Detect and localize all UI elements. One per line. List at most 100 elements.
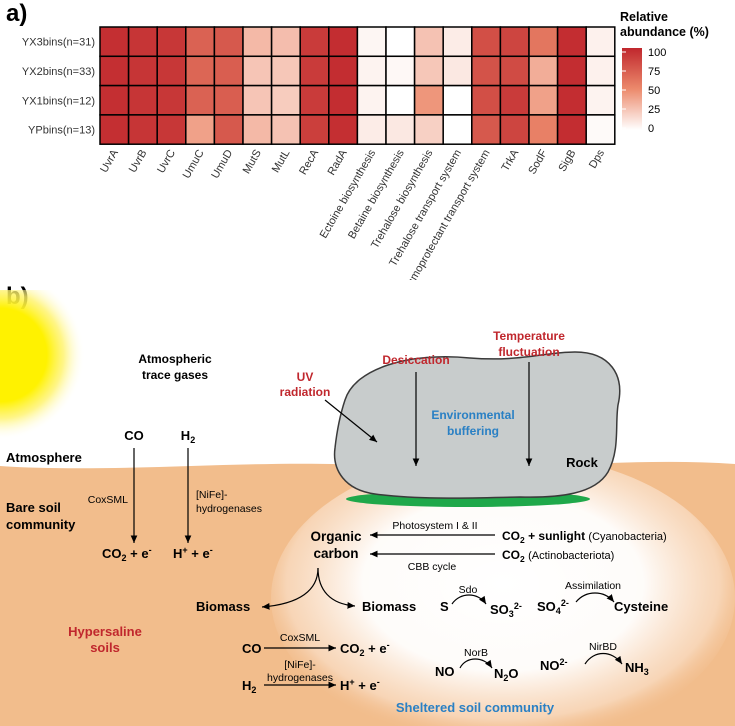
heatmap-column-label: MutL bbox=[270, 148, 293, 175]
heatmap-column-label: UvrB bbox=[127, 148, 150, 175]
heatmap-cell bbox=[442, 26, 473, 58]
nife-label-line1: [NiFe]- bbox=[196, 489, 228, 501]
h-e-product: H+ + e- bbox=[173, 545, 213, 561]
rock-icon bbox=[333, 351, 621, 499]
heatmap-cell bbox=[385, 84, 416, 116]
heatmap-cell bbox=[442, 114, 473, 145]
heatmap-cell bbox=[585, 55, 616, 87]
nife-lower-line2: hydrogenases bbox=[267, 672, 333, 684]
legend-tick-label: 75 bbox=[648, 66, 660, 78]
sdo-label: Sdo bbox=[459, 584, 478, 596]
atm-gases-line2: trace gases bbox=[142, 368, 208, 382]
co2-actino: CO2 (Actinobacteriota) bbox=[502, 548, 614, 564]
coxsml-lower-label: CoxSML bbox=[280, 632, 320, 644]
sulfate-label: SO42- bbox=[537, 598, 569, 616]
biomass-left: Biomass bbox=[196, 599, 250, 614]
h2-lower: H2 bbox=[242, 678, 256, 695]
ecology-diagram: UV radiation Desiccation Temperature flu… bbox=[0, 290, 735, 726]
temperature-label: Temperature bbox=[493, 329, 565, 343]
heatmap-cell bbox=[328, 114, 359, 145]
heatmap-cell bbox=[413, 114, 444, 145]
heatmap-cell bbox=[270, 26, 301, 58]
heatmap-cell bbox=[213, 84, 244, 116]
heatmap-cell bbox=[185, 26, 216, 58]
nirbd-label: NirBD bbox=[589, 641, 617, 653]
cysteine-label: Cysteine bbox=[614, 599, 668, 614]
radiation-label: radiation bbox=[280, 385, 331, 399]
heatmap-cell bbox=[385, 26, 416, 58]
heatmap-cell bbox=[556, 55, 587, 87]
no-label: NO bbox=[435, 664, 455, 679]
heatmap-column-label: UmuC bbox=[181, 148, 207, 181]
legend-tick-label: 0 bbox=[648, 123, 654, 135]
heatmap-cell bbox=[585, 114, 616, 145]
hypersaline-line1: Hypersaline bbox=[68, 624, 142, 639]
panel-a-label: a) bbox=[6, 0, 28, 27]
heatmap-row-label: YX3bins(n=31) bbox=[22, 37, 95, 49]
heatmap-row-label: YPbins(n=13) bbox=[28, 125, 95, 137]
heatmap-cell bbox=[99, 114, 130, 145]
heatmap-cell bbox=[556, 114, 587, 145]
heatmap-cell bbox=[471, 55, 502, 87]
heatmap-cell bbox=[528, 26, 559, 58]
atm-gases-line1: Atmospheric bbox=[138, 352, 212, 366]
sdo-arrow bbox=[451, 594, 487, 605]
fluctuation-label: fluctuation bbox=[498, 345, 559, 359]
heatmap-column-label: RecA bbox=[297, 147, 321, 177]
heatmap-column-label: SodF bbox=[526, 147, 550, 176]
organic-carbon-line2: carbon bbox=[313, 546, 358, 561]
photosystem-label: Photosystem I & II bbox=[392, 520, 477, 532]
co2-e-lower: CO2 + e- bbox=[340, 640, 390, 658]
bare-soil-line1: Bare soil bbox=[6, 500, 61, 515]
env-buffering-line1: Environmental bbox=[431, 408, 514, 422]
nife-label-line2: hydrogenases bbox=[196, 503, 262, 515]
biomass-left-arrow bbox=[261, 567, 319, 610]
heatmap-cell bbox=[213, 55, 244, 87]
h-e-lower: H+ + e- bbox=[340, 677, 380, 693]
bare-soil-line2: community bbox=[6, 517, 76, 532]
heatmap-column-label: SigB bbox=[556, 148, 578, 174]
legend-tick-label: 100 bbox=[648, 47, 666, 59]
heatmap-cell bbox=[528, 114, 559, 145]
env-buffering-line2: buffering bbox=[447, 424, 499, 438]
heatmap-cell bbox=[585, 84, 616, 116]
cbb-label: CBB cycle bbox=[408, 561, 457, 573]
sulfur-label: S bbox=[440, 599, 449, 614]
heatmap-cell bbox=[356, 114, 387, 145]
heatmap-row-label: YX2bins(n=33) bbox=[22, 66, 95, 78]
heatmap-column-label: UvrA bbox=[98, 147, 121, 175]
heatmap-cell bbox=[270, 55, 301, 87]
legend-tick-label: 50 bbox=[648, 85, 660, 97]
co2-e-product: CO2 + e- bbox=[102, 545, 152, 563]
heatmap-cell bbox=[328, 26, 359, 58]
heatmap-cell bbox=[270, 114, 301, 145]
heatmap-cell bbox=[99, 55, 130, 87]
heatmap-column-label: MutS bbox=[241, 148, 264, 176]
nh3-label: NH3 bbox=[625, 660, 649, 677]
heatmap-cell bbox=[270, 84, 301, 116]
n2o-label: N2O bbox=[494, 666, 519, 683]
heatmap-column-label: Dps bbox=[587, 147, 607, 170]
heatmap-cell bbox=[127, 114, 158, 145]
legend-title-line1: Relative bbox=[620, 10, 668, 24]
atmosphere-label: Atmosphere bbox=[6, 450, 82, 465]
heatmap-cell bbox=[356, 84, 387, 116]
co-lower: CO bbox=[242, 641, 262, 656]
heatmap-cell bbox=[156, 26, 187, 58]
heatmap-cell bbox=[242, 84, 273, 116]
heatmap-cell bbox=[356, 26, 387, 58]
biomass-right: Biomass bbox=[362, 599, 416, 614]
sulfite-label: SO32- bbox=[490, 601, 522, 619]
heatmap-cell bbox=[499, 55, 530, 87]
heatmap-column-label: UmuD bbox=[209, 148, 235, 181]
heatmap-cells bbox=[99, 26, 616, 145]
heatmap-cell bbox=[213, 26, 244, 58]
heatmap-cell bbox=[528, 55, 559, 87]
heatmap-cell bbox=[127, 84, 158, 116]
heatmap-cell bbox=[328, 55, 359, 87]
heatmap-cell bbox=[299, 26, 330, 58]
heatmap-cell bbox=[413, 84, 444, 116]
assimilation-label: Assimilation bbox=[565, 580, 621, 592]
